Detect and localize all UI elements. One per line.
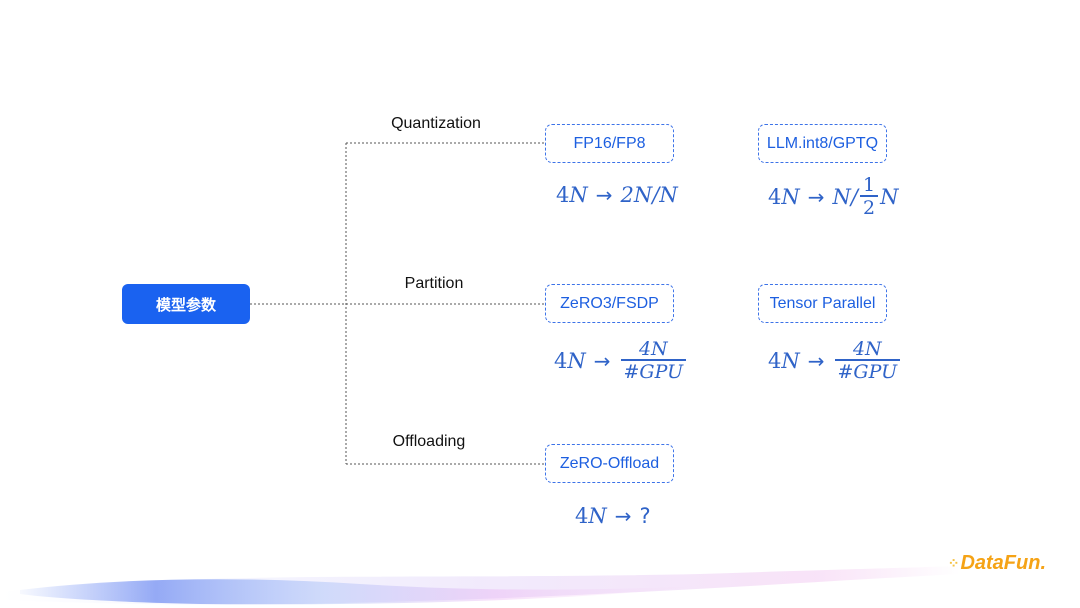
fraction-denominator: #GPU xyxy=(837,360,898,383)
formula-n-slash: N/ xyxy=(832,185,858,209)
box-zero3-fsdp: ZeRO3/FSDP xyxy=(545,284,674,323)
box-llm-int8-gptq: LLM.int8/GPTQ xyxy=(758,124,887,163)
datafun-logo: ⁘ DataFun. xyxy=(948,552,1046,575)
formula-var: N xyxy=(569,183,588,207)
formula-tail: N xyxy=(880,185,899,209)
branch-label-quantization: Quantization xyxy=(391,115,481,132)
box-fp16-fp8: FP16/FP8 xyxy=(545,124,674,163)
formula-coef: 4 xyxy=(768,349,782,373)
arrow-icon: → xyxy=(593,349,611,373)
arrow-icon: → xyxy=(807,349,825,373)
fraction: 4N #GPU xyxy=(620,338,687,383)
root-node: 模型参数 xyxy=(122,284,250,324)
formula-var: N xyxy=(781,349,800,373)
branch-label-partition: Partition xyxy=(404,275,464,292)
fraction-numerator: 4N xyxy=(638,338,668,361)
box-tensor-parallel: Tensor Parallel xyxy=(758,284,887,323)
formula-coef: 4 xyxy=(575,504,589,528)
fraction-bar xyxy=(859,195,879,197)
branch-label-offloading: Offloading xyxy=(392,433,466,450)
formula-rhs: 2N/N xyxy=(620,183,678,207)
decorative-swoosh xyxy=(0,566,960,605)
fraction-bar xyxy=(834,359,901,361)
fraction-bar xyxy=(620,359,687,361)
formula-var: N xyxy=(588,504,607,528)
formula-rhs: ? xyxy=(639,504,651,528)
fraction-denominator: 2 xyxy=(862,196,876,219)
fraction-numerator: 1 xyxy=(862,174,876,197)
fraction: 1 2 xyxy=(859,174,879,219)
box-zero-offload: ZeRO-Offload xyxy=(545,444,674,483)
logo-text: DataFun. xyxy=(960,552,1046,574)
formula-coef: 4 xyxy=(768,185,782,209)
arrow-icon: → xyxy=(807,185,825,209)
formula-coef: 4 xyxy=(556,183,570,207)
formula-var: N xyxy=(781,185,800,209)
arrow-icon: → xyxy=(614,504,632,528)
fraction-numerator: 4N xyxy=(852,338,882,361)
formula-var: N xyxy=(567,349,586,373)
formula-coef: 4 xyxy=(554,349,568,373)
logo-dots-icon: ⁘ xyxy=(947,555,960,571)
fraction: 4N #GPU xyxy=(834,338,901,383)
arrow-icon: → xyxy=(595,183,613,207)
fraction-denominator: #GPU xyxy=(623,360,684,383)
